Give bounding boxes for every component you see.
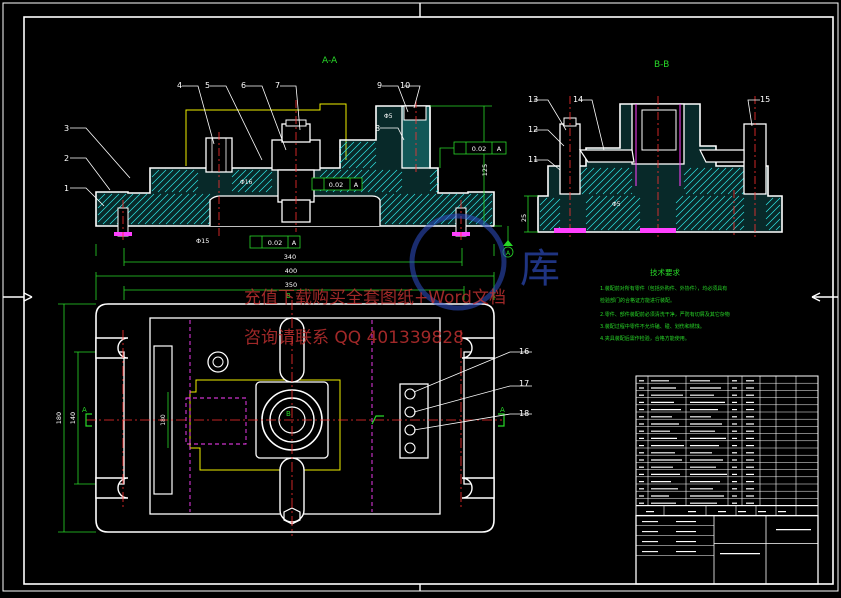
dim-phi15: Φ15	[196, 237, 209, 245]
section-mark-b-center: B	[286, 410, 291, 418]
dim-400: 400	[285, 267, 297, 275]
part-label-17: 17	[519, 379, 529, 388]
pin-10	[403, 105, 427, 121]
section-mark-b-top: B	[286, 292, 291, 300]
section-view-b-b: 25 Φ5 13 12 11 14 15	[520, 95, 783, 240]
view-title-a-a: A-A	[322, 56, 338, 66]
section-mark-a-left: A	[82, 406, 87, 414]
plan-dimensions	[58, 272, 495, 533]
watermark-logo: 库	[520, 246, 560, 292]
gdt-perp-value: 0.02	[329, 181, 343, 189]
part-label-13: 13	[528, 95, 538, 104]
part-label-11: 11	[528, 155, 538, 164]
dim-phi16: Φ16	[240, 179, 253, 186]
dimensions-b	[524, 195, 538, 233]
notes-line-3: 2.零件、部件装配前必须清洗干净，严防有切屑及其它杂物	[600, 311, 730, 318]
part-label-8: 8	[375, 124, 380, 133]
gdt-parallel-value: 0.02	[472, 145, 486, 153]
part-label-10: 10	[400, 81, 410, 90]
part-label-5: 5	[205, 81, 210, 90]
datum-a-letter: A	[506, 250, 511, 257]
section-arrows	[85, 413, 505, 427]
notes-line-1: 1.装配前对所有零件（包括外购件、外协件），均必须具有	[600, 285, 727, 292]
watermark-line-2: 咨询请联系 QQ 401339828	[244, 328, 464, 348]
part-label-2: 2	[64, 154, 69, 163]
dim-125: 125	[481, 164, 489, 176]
notes-line-4: 3.装配过程中零件不允许磕、碰、划伤和锈蚀。	[600, 323, 705, 330]
part-label-12: 12	[528, 125, 538, 134]
section-mark-a-right: A	[500, 406, 505, 414]
view-title-b-b: B-B	[654, 60, 669, 70]
gdt-perp-datum: A	[354, 181, 359, 189]
notes-line-5: 4.夹具装配后需作检验，合格方能使用。	[600, 335, 690, 342]
watermark: 库 充值下载购买全套图纸+Word文档 咨询请联系 QQ 401339828	[244, 213, 560, 348]
hatch-lines-b	[539, 167, 781, 231]
dim-25: 25	[520, 214, 528, 222]
hidden-lines-b	[554, 104, 681, 233]
part-label-6: 6	[241, 81, 246, 90]
leaders-a	[70, 85, 421, 207]
dim-phi5: Φ5	[384, 113, 393, 120]
title-block	[635, 514, 819, 585]
centerlines-b	[569, 96, 756, 240]
dim-phi5-b: Φ5	[612, 201, 621, 208]
plan-hidden-lines	[185, 320, 373, 512]
gdt-parallel-datum: A	[497, 145, 502, 153]
clamp-outline-a	[185, 103, 347, 166]
centering-marks	[3, 3, 838, 591]
part-label-9: 9	[377, 81, 382, 90]
part-label-7: 7	[275, 81, 280, 90]
base-plate-outline	[95, 303, 495, 533]
part-label-1: 1	[64, 184, 69, 193]
centerlines-a	[122, 100, 462, 240]
plan-centerlines	[86, 300, 502, 536]
gdt-flat-value: 0.02	[268, 239, 282, 247]
dim-140: 140	[69, 412, 77, 424]
dim-180: 180	[55, 412, 63, 424]
locating-bush	[207, 351, 229, 373]
notes-line-2: 检验部门的合格证方能进行装配。	[600, 297, 675, 304]
notes-title: 技术要求	[650, 267, 680, 277]
dim-350: 350	[285, 281, 297, 289]
technical-notes: 技术要求 1.装配前对所有零件（包括外购件、外协件），均必须具有 检验部门的合格…	[600, 267, 730, 342]
clamp-outline-plan	[189, 379, 341, 471]
gdt-frames-a: 0.02 A 0.02 A 0.02 A	[249, 141, 507, 249]
dim-340: 340	[284, 253, 296, 261]
plan-view: 400 350 180 140 180	[55, 267, 532, 536]
hatch-lines-a	[97, 141, 493, 225]
leaders-plan	[413, 351, 532, 431]
part-label-18: 18	[519, 409, 529, 418]
u-slots	[95, 337, 495, 499]
lever-14	[578, 149, 635, 163]
part-label-14: 14	[573, 95, 583, 104]
dimensions-a	[95, 105, 509, 266]
control-block	[399, 383, 429, 459]
part-label-16: 16	[519, 347, 529, 356]
part-label-4: 4	[177, 81, 182, 90]
gdt-flat-datum: A	[292, 239, 297, 247]
section-view-a-a: 0.02 A 0.02 A 0.02 A A 340 125 Φ15 Φ16 Φ…	[64, 81, 514, 266]
part-label-15: 15	[760, 95, 770, 104]
watermark-line-1: 充值下载购买全套图纸+Word文档	[244, 288, 506, 308]
lever-right	[699, 149, 745, 163]
parts-list-and-title-block	[635, 375, 819, 585]
leaders-b	[534, 99, 760, 171]
part-label-3: 3	[64, 124, 69, 133]
